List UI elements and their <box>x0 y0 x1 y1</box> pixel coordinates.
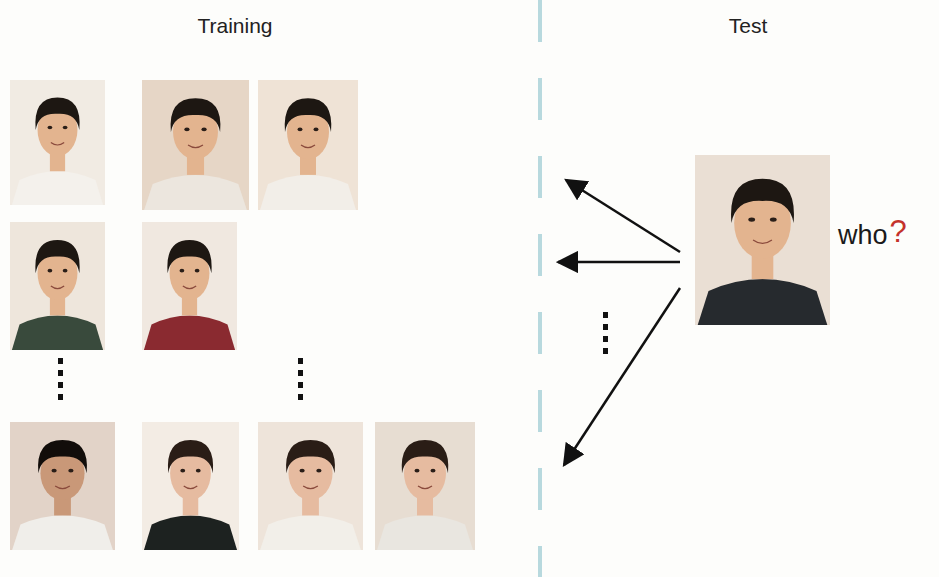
section-heading: Training <box>197 14 272 38</box>
eye <box>68 469 73 473</box>
section-heading: Test <box>729 14 768 38</box>
face-photo <box>10 422 115 550</box>
shirt <box>144 315 235 350</box>
mouth <box>184 486 198 489</box>
face-photo <box>142 222 237 350</box>
shirt <box>260 515 361 550</box>
photo-background <box>142 80 249 210</box>
face-photo <box>10 80 105 205</box>
shirt <box>260 175 356 210</box>
eye <box>63 126 68 130</box>
eye <box>748 217 755 221</box>
hair <box>38 440 87 473</box>
hair <box>285 98 332 132</box>
shirt <box>12 171 103 205</box>
label-text: Test <box>729 14 768 37</box>
eye <box>51 469 56 473</box>
eye <box>314 128 319 132</box>
photo-background <box>10 80 105 205</box>
label-text: Training <box>197 14 272 37</box>
photo-background <box>695 155 830 325</box>
hair <box>35 98 79 131</box>
face-photo <box>142 422 239 550</box>
eye <box>316 469 321 473</box>
eye <box>180 469 185 473</box>
shirt <box>144 175 247 210</box>
eye <box>431 469 436 473</box>
eye <box>180 269 185 273</box>
query-label: ? <box>890 214 907 250</box>
hair <box>35 240 79 273</box>
mouth <box>418 486 432 489</box>
query-arrows <box>558 180 680 465</box>
shirt <box>12 515 113 550</box>
eye <box>196 469 201 473</box>
ellipsis-dots <box>58 312 608 400</box>
hair <box>402 440 449 473</box>
mouth <box>51 286 64 289</box>
mouth <box>753 240 772 243</box>
face-photo <box>10 222 105 350</box>
hair <box>286 440 335 473</box>
hair <box>731 179 794 223</box>
photo-background <box>142 422 239 550</box>
shirt <box>144 515 237 550</box>
eye <box>298 128 303 132</box>
photo-background <box>10 222 105 350</box>
hair <box>171 98 221 132</box>
mouth <box>183 286 196 289</box>
photo-background <box>258 422 363 550</box>
eye <box>415 469 420 473</box>
label-text: ? <box>890 214 907 249</box>
mouth <box>303 486 318 489</box>
eye <box>48 269 53 273</box>
eye <box>299 469 304 473</box>
face-photo <box>142 80 249 210</box>
divider-line <box>538 0 542 577</box>
eye <box>48 126 53 130</box>
eye <box>201 128 206 132</box>
mouth <box>188 145 203 148</box>
mouth <box>51 143 64 146</box>
face-photo <box>695 155 830 325</box>
shirt <box>698 279 828 325</box>
photo-background <box>142 222 237 350</box>
eye <box>184 128 189 132</box>
query-label: who <box>838 220 888 251</box>
mouth <box>55 486 70 489</box>
face-photo <box>258 422 363 550</box>
photo-background <box>10 422 115 550</box>
eye <box>195 269 200 273</box>
photo-background <box>375 422 475 550</box>
hair <box>167 240 211 273</box>
shirt <box>377 515 473 550</box>
eye <box>63 269 68 273</box>
eye <box>770 217 777 221</box>
photo-background <box>258 80 358 210</box>
mouth <box>301 145 315 148</box>
label-text: who <box>838 220 888 250</box>
face-photo <box>258 80 358 210</box>
face-photo <box>375 422 475 550</box>
hair <box>168 440 213 473</box>
shirt <box>12 315 103 350</box>
